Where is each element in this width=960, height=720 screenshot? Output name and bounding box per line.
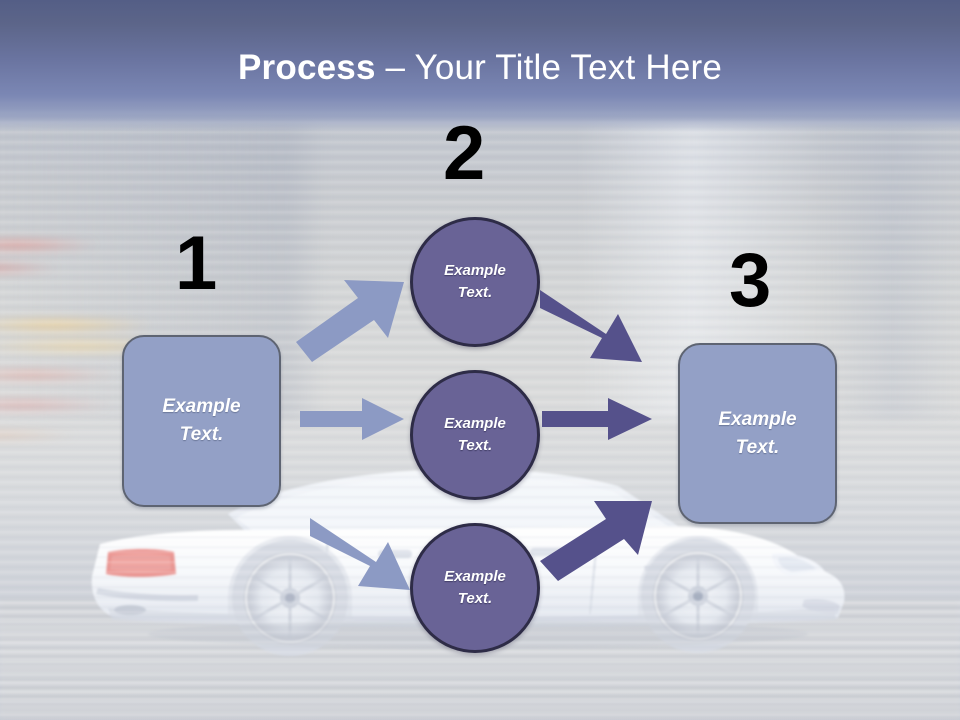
input-box-text: Example Text. <box>162 393 240 448</box>
page-title: Process – Your Title Text Here <box>0 48 960 88</box>
process-circle-middle-line1: Example <box>444 414 506 432</box>
arrow-top-circle-to-right <box>540 278 654 362</box>
process-circle-middle[interactable]: Example Text. <box>410 370 540 500</box>
process-circle-bottom-line2: Text. <box>457 590 493 607</box>
process-circle-bottom-text: Example Text. <box>444 566 506 611</box>
output-box-line2: Text. <box>735 436 780 458</box>
process-circle-top-text: Example Text. <box>444 260 506 305</box>
process-circle-top-line2: Text. <box>457 284 493 301</box>
process-circle-bottom[interactable]: Example Text. <box>410 523 540 653</box>
step-number-1: 1 <box>175 221 218 306</box>
arrow-left-to-bottom-circle <box>310 504 420 590</box>
process-circle-top[interactable]: Example Text. <box>410 217 540 347</box>
arrow-middle-circle-to-right <box>542 398 652 440</box>
white-car-image <box>78 448 868 658</box>
input-box-line1: Example <box>162 396 241 418</box>
arrow-left-to-top-circle <box>296 276 406 362</box>
output-box-line1: Example <box>718 408 797 430</box>
output-box-text: Example Text. <box>718 406 796 461</box>
arrow-left-to-middle-circle <box>300 398 404 440</box>
process-circle-bottom-line1: Example <box>444 567 506 585</box>
step-number-3: 3 <box>729 238 772 323</box>
page-title-dash: – <box>375 48 415 87</box>
output-box[interactable]: Example Text. <box>678 343 837 524</box>
process-circle-top-line1: Example <box>444 261 506 279</box>
step-number-2: 2 <box>443 111 486 196</box>
title-band <box>0 0 960 132</box>
page-title-rest: Your Title Text Here <box>414 48 722 87</box>
input-box-line2: Text. <box>179 424 224 445</box>
input-box[interactable]: Example Text. <box>122 335 281 507</box>
process-circle-middle-text: Example Text. <box>444 413 506 458</box>
page-title-strong: Process <box>238 48 376 87</box>
process-circle-middle-line2: Text. <box>457 437 493 454</box>
arrow-bottom-circle-to-right <box>540 497 658 581</box>
